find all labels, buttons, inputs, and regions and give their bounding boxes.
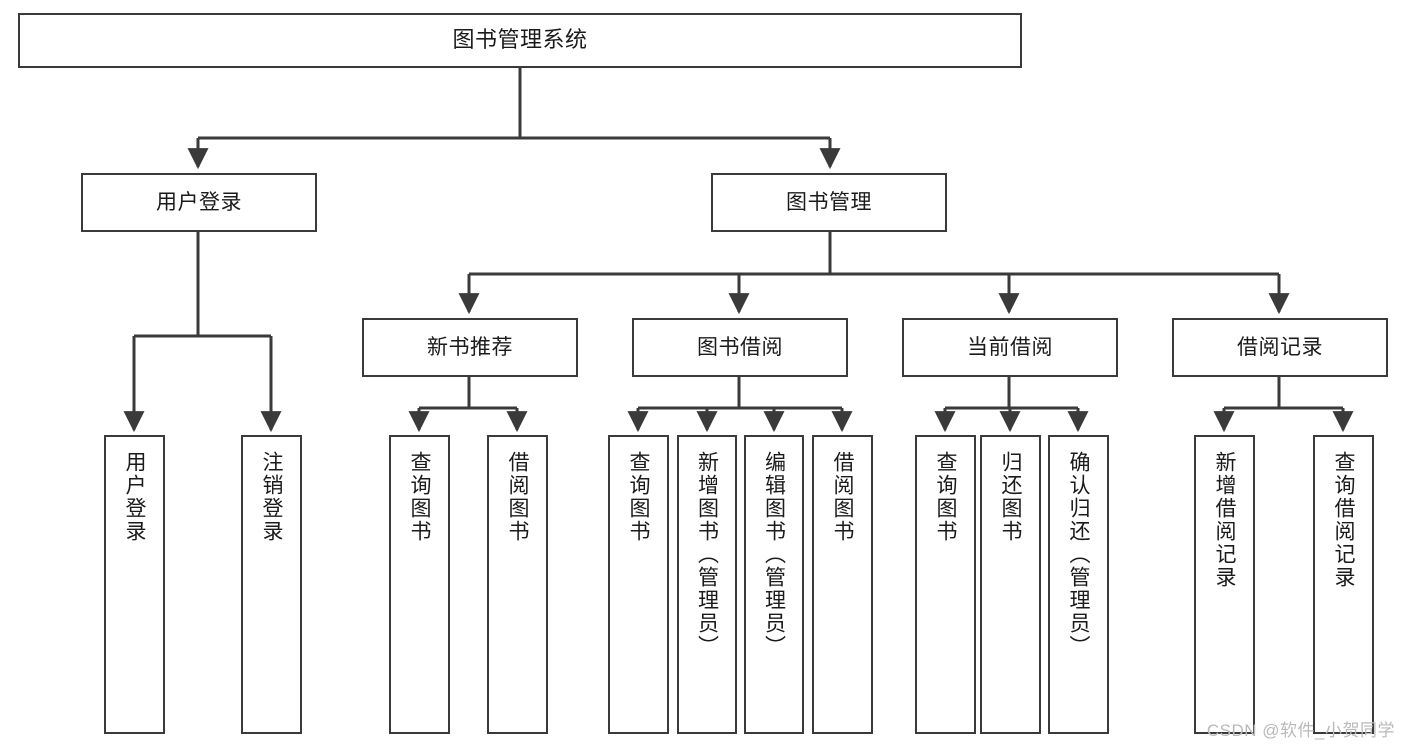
node-current-borrow[interactable]: 当前借阅	[902, 318, 1118, 377]
node-borrow-record[interactable]: 借阅记录	[1172, 318, 1388, 377]
node-label: 图书管理系统	[452, 27, 588, 53]
node-book-manage[interactable]: 图书管理	[711, 173, 947, 232]
node-label: 借阅图书	[506, 451, 529, 543]
node-label: 借阅记录	[1237, 335, 1323, 359]
node-leaf-user-login[interactable]: 用户登录	[104, 435, 165, 734]
node-leaf-add-book-admin[interactable]: 新增图书（管理员）	[677, 435, 737, 734]
node-leaf-add-borrow-record[interactable]: 新增借阅记录	[1194, 435, 1255, 734]
node-root-book-management-system[interactable]: 图书管理系统	[18, 13, 1022, 68]
node-leaf-confirm-return-admin[interactable]: 确认归还（管理员）	[1048, 435, 1109, 734]
watermark: CSDN @软件_小贺同学	[1206, 721, 1395, 740]
node-label: 用户登录	[156, 190, 242, 214]
node-label: 新书推荐	[427, 335, 513, 359]
node-user-login[interactable]: 用户登录	[81, 173, 317, 232]
node-leaf-query-borrow-record[interactable]: 查询借阅记录	[1313, 435, 1374, 734]
node-leaf-edit-book-admin[interactable]: 编辑图书（管理员）	[744, 435, 804, 734]
node-label: 用户登录	[123, 451, 146, 543]
node-label: 图书借阅	[697, 335, 783, 359]
node-leaf-query-book-current[interactable]: 查询图书	[915, 435, 976, 734]
node-label: 查询图书	[408, 451, 431, 543]
node-leaf-logout-login[interactable]: 注销登录	[241, 435, 302, 734]
node-leaf-return-book[interactable]: 归还图书	[980, 435, 1041, 734]
node-new-book-recommend[interactable]: 新书推荐	[362, 318, 578, 377]
node-label: 新增借阅记录	[1213, 451, 1236, 589]
node-leaf-query-book-borrow[interactable]: 查询图书	[608, 435, 669, 734]
node-leaf-borrow-book[interactable]: 借阅图书	[812, 435, 873, 734]
node-leaf-query-book-recommend[interactable]: 查询图书	[389, 435, 450, 734]
node-label: 查询图书	[934, 451, 957, 543]
node-label: 查询图书	[627, 451, 650, 543]
node-label: 注销登录	[260, 451, 283, 543]
node-label: 归还图书	[999, 451, 1022, 543]
node-label: 确认归还（管理员）	[1067, 451, 1090, 658]
node-label: 图书管理	[786, 190, 872, 214]
node-label: 查询借阅记录	[1332, 451, 1355, 589]
node-label: 借阅图书	[831, 451, 854, 543]
node-label: 编辑图书（管理员）	[762, 451, 786, 658]
node-label: 当前借阅	[967, 335, 1053, 359]
node-book-borrow[interactable]: 图书借阅	[632, 318, 848, 377]
node-label: 新增图书（管理员）	[695, 451, 719, 658]
node-leaf-borrow-book-recommend[interactable]: 借阅图书	[487, 435, 548, 734]
